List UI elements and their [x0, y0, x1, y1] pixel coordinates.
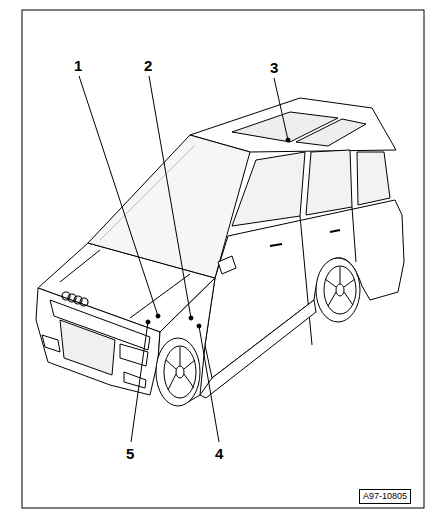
callout-number: 4 — [215, 446, 223, 461]
frame — [22, 10, 424, 508]
leader-lines — [79, 76, 290, 442]
callout-number: 5 — [126, 446, 134, 461]
figure-code: A97-10805 — [359, 489, 411, 504]
callout-number: 3 — [270, 60, 278, 75]
wheels — [156, 258, 360, 406]
callout-number: 1 — [74, 58, 82, 73]
callout-number: 2 — [144, 58, 152, 73]
car-body — [36, 98, 404, 402]
